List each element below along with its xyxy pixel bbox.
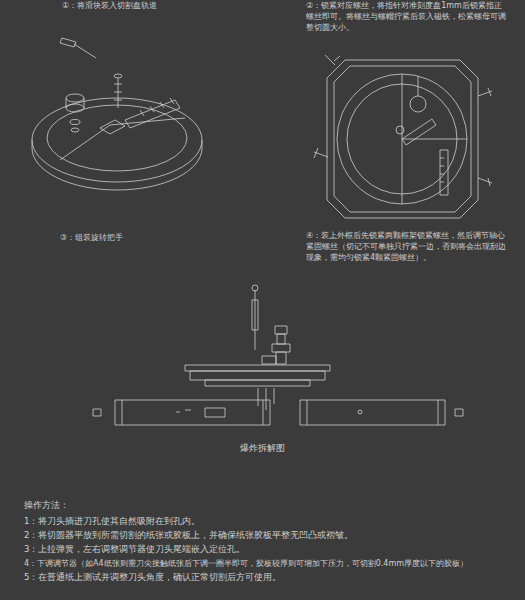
cutting-disc xyxy=(32,38,202,190)
instruction-text: 2：将切圆器平放到所需切割的纸张或胶板上，并确保纸张胶板平整无凹凸或褶皱。 xyxy=(24,530,514,541)
outer-frame xyxy=(314,55,492,218)
callout-note: ④：装上外框后先锁紧两颗框架锁紧螺丝，然后调节轴心紧固螺丝（切记不可单独只拧紧一… xyxy=(306,230,506,263)
instruction-text: 操作方法： xyxy=(24,500,224,511)
instruction-text: 5：在普通纸上测试并调整刀头角度，确认正常切割后方可使用。 xyxy=(24,572,514,583)
callout-note: ①：将滑块装入切割盘轨道 xyxy=(62,0,262,11)
callout-note: ③：组装旋转把手 xyxy=(60,232,210,243)
callout-note: ②：锁紧对应螺丝，将指针对准刻度盘1mm后锁紧指正螺丝即可。将螺丝与螺帽拧紧后装… xyxy=(306,0,506,33)
exploded-view xyxy=(93,285,463,425)
instruction-text: 1：将刀头插进刀孔使其自然吸附在到孔内。 xyxy=(24,516,514,527)
figure-title: 爆炸拆解图 xyxy=(212,443,312,454)
instruction-text: 3：上拉弹簧，左右调整调节器使刀头尾端嵌入定位孔。 xyxy=(24,544,514,555)
instruction-text: 4：下调调节器（如A4纸张则需刀尖接触纸张后下调一圈半即可，胶板较厚则可增加下压… xyxy=(24,558,519,569)
